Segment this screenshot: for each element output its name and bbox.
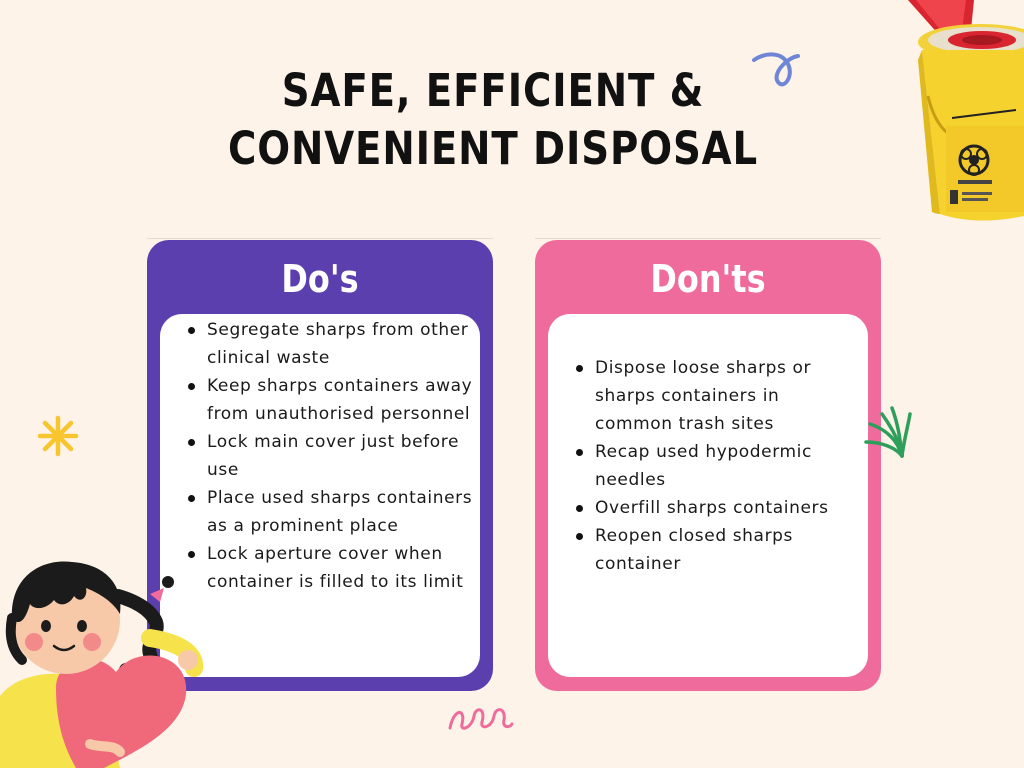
list-item-text: Dispose loose sharps or sharps container…	[595, 358, 812, 434]
list-item-text: Place used sharps containers as a promin…	[207, 488, 473, 536]
list-item: Reopen closed sharps container	[548, 522, 868, 578]
yellow-asterisk-icon	[37, 415, 79, 457]
donts-panel: Dispose loose sharps or sharps container…	[548, 314, 868, 677]
dos-heading: Do's	[281, 257, 359, 301]
green-grass-icon	[864, 406, 912, 458]
divider-line	[147, 238, 493, 239]
list-item: Overfill sharps containers	[548, 494, 868, 522]
dos-list: Segregate sharps from other clinical was…	[160, 316, 480, 596]
sharps-container-illustration	[908, 0, 1024, 221]
donts-heading: Don'ts	[650, 257, 766, 301]
bullet-icon	[576, 449, 583, 456]
list-item: Place used sharps containers as a promin…	[160, 484, 480, 540]
list-item: Segregate sharps from other clinical was…	[160, 316, 480, 372]
blue-loop-doodle-icon	[752, 52, 800, 87]
pink-coil-doodle-icon	[448, 708, 514, 730]
title-line-1: SAFE, EFFICIENT &	[281, 64, 705, 117]
list-item-text: Keep sharps containers away from unautho…	[207, 376, 473, 424]
list-item: Dispose loose sharps or sharps container…	[548, 354, 868, 438]
list-item: Recap used hypodermic needles	[548, 438, 868, 494]
donts-list: Dispose loose sharps or sharps container…	[548, 354, 868, 578]
bullet-icon	[188, 495, 195, 502]
bullet-icon	[188, 551, 195, 558]
list-item-text: Lock main cover just before use	[207, 432, 460, 480]
list-item-text: Segregate sharps from other clinical was…	[207, 320, 469, 368]
list-item-text: Reopen closed sharps container	[595, 526, 794, 574]
title-line-2: CONVENIENT DISPOSAL	[227, 122, 759, 175]
dos-panel: Segregate sharps from other clinical was…	[160, 314, 480, 677]
list-item-text: Lock aperture cover when container is fi…	[207, 544, 464, 592]
bullet-icon	[188, 327, 195, 334]
list-item-text: Overfill sharps containers	[595, 498, 829, 518]
list-item: Lock aperture cover when container is fi…	[160, 540, 480, 596]
list-item-text: Recap used hypodermic needles	[595, 442, 812, 490]
bullet-icon	[576, 533, 583, 540]
divider-line	[535, 238, 881, 239]
bullet-icon	[188, 439, 195, 446]
girl-with-heart-illustration	[0, 561, 204, 768]
bullet-icon	[188, 383, 195, 390]
donts-card: Don'ts Dispose loose sharps or sharps co…	[535, 240, 881, 691]
bullet-icon	[576, 365, 583, 372]
list-item: Keep sharps containers away from unautho…	[160, 372, 480, 428]
page-title: SAFE, EFFICIENT & CONVENIENT DISPOSAL	[69, 62, 917, 178]
dos-card: Do's Segregate sharps from other clinica…	[147, 240, 493, 691]
bullet-icon	[576, 505, 583, 512]
list-item: Lock main cover just before use	[160, 428, 480, 484]
